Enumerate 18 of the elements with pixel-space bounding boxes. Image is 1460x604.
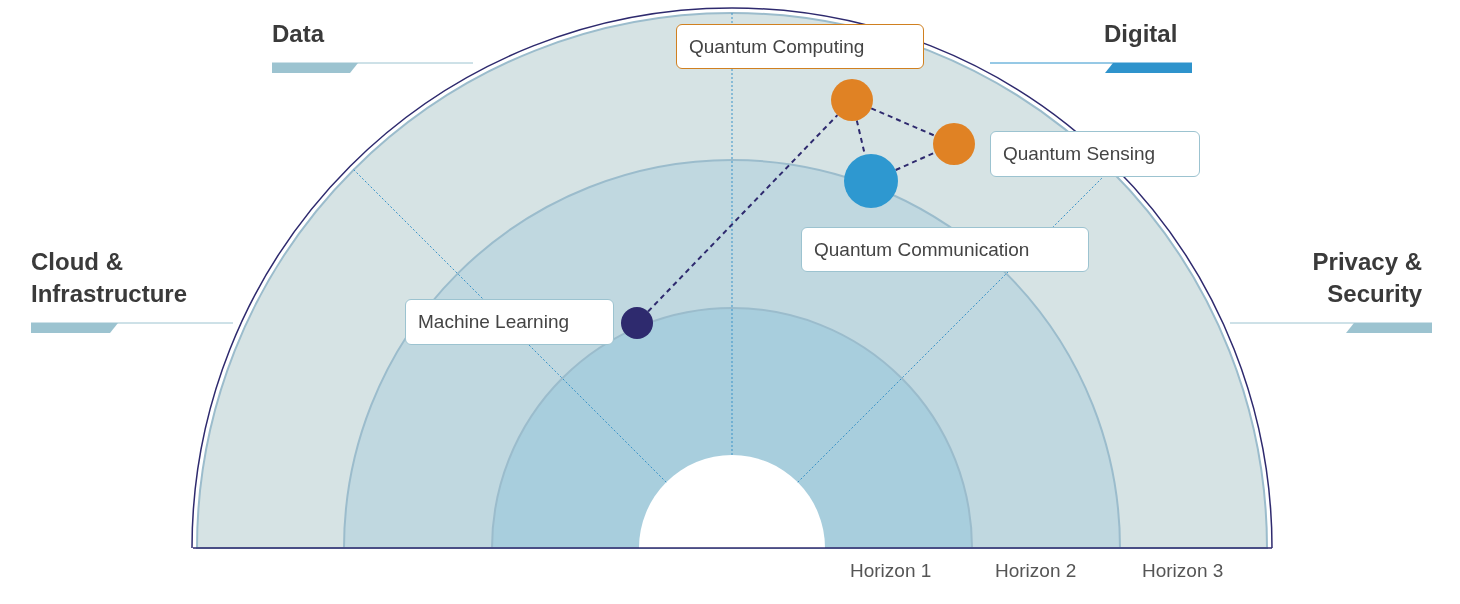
category-heading: Privacy & Security (1311, 247, 1422, 309)
horizon-label: Horizon 3 (1142, 560, 1224, 582)
technology-label: Quantum Sensing (990, 131, 1200, 177)
technology-label: Quantum Computing (676, 24, 924, 69)
connector-line (894, 151, 936, 171)
technology-dot (844, 154, 898, 208)
connector-line (870, 107, 936, 137)
connector-line (647, 114, 839, 313)
technology-label: Machine Learning (405, 299, 614, 345)
horizon-label: Horizon 1 (850, 560, 932, 582)
technology-dot (831, 79, 873, 121)
technology-dot (933, 123, 975, 165)
technology-label: Quantum Communication (801, 227, 1089, 272)
category-heading: Data (272, 19, 325, 49)
category-heading: Cloud & Infrastructure (31, 247, 189, 309)
category-heading: Digital (1104, 19, 1178, 49)
horizon-label: Horizon 2 (995, 560, 1077, 582)
technology-dot (621, 307, 653, 339)
